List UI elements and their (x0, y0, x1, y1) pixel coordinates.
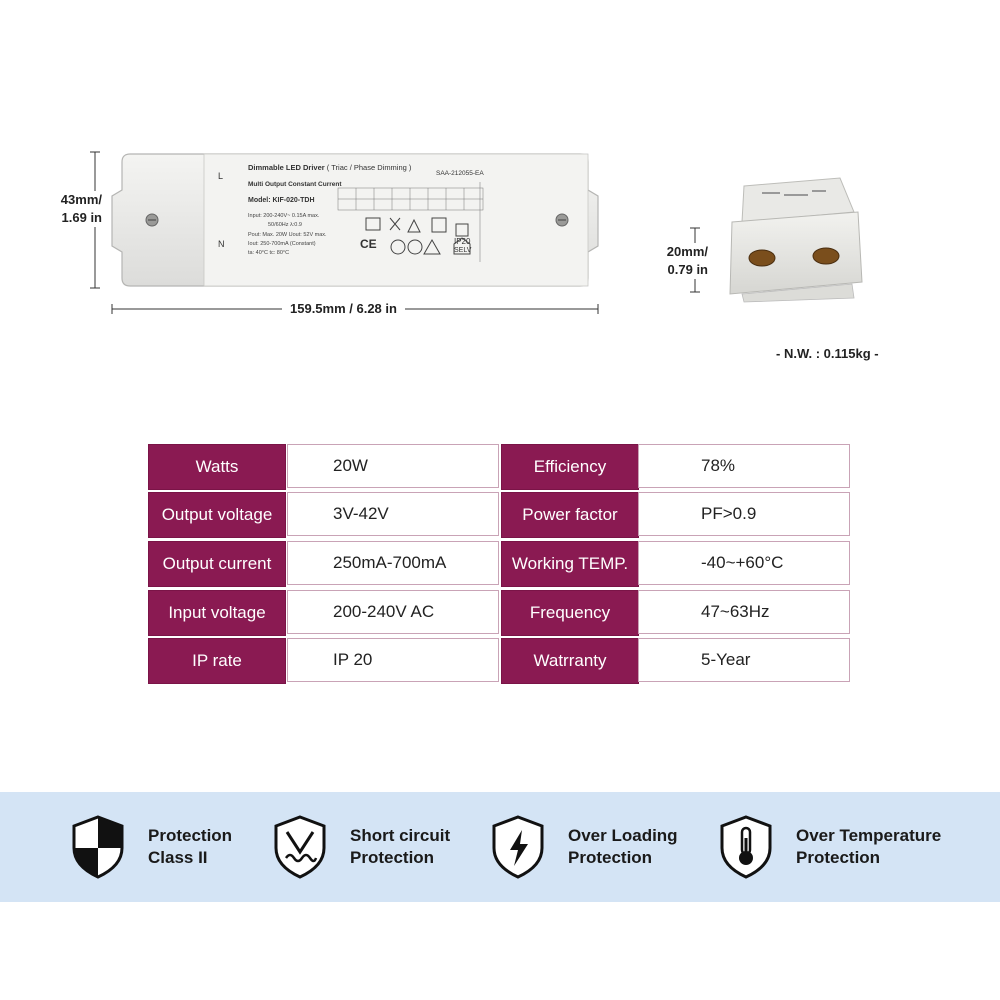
depth-label-mm: 20mm/ (666, 244, 708, 259)
device-cert: SAA-212055-EA (436, 170, 484, 177)
spec-label: Watrranty (501, 638, 639, 684)
device-title-text: Dimmable LED Driver (248, 163, 325, 172)
spec-value: 200-240V AC (287, 590, 499, 634)
terminal-l-label: L (218, 171, 224, 181)
spec-value: 20W (287, 444, 499, 488)
device-iout: Iout: 250-700mA (Constant) (248, 241, 316, 247)
spec-value: -40~+60°C (638, 541, 850, 585)
feature-item: Over Loading Protection (490, 792, 678, 902)
depth-label: 20mm/ 0.79 in (644, 243, 708, 279)
features-band: Protection Class II Short circuit Protec… (0, 792, 1000, 902)
height-label-mm: 43mm/ (60, 192, 102, 207)
spec-value: 5-Year (638, 638, 850, 682)
spec-table: Watts 20W Efficiency 78% Output voltage … (148, 444, 853, 686)
shield-lightning-icon (492, 815, 544, 879)
ip-mark: IP20 (454, 237, 471, 246)
feature-item: Protection Class II (70, 792, 232, 902)
feature-text: Short circuit Protection (350, 825, 450, 869)
spec-value: IP 20 (287, 638, 499, 682)
device-title-sub: ( Triac / Phase Dimming ) (326, 163, 412, 172)
feature-text: Protection Class II (148, 825, 232, 869)
feature-line-2: Class II (148, 848, 208, 867)
table-row: Watts 20W Efficiency 78% (148, 444, 853, 490)
feature-line-1: Over Loading (568, 826, 678, 845)
driver-end-view (729, 177, 863, 303)
spec-label: Output current (148, 541, 286, 587)
spec-label: IP rate (148, 638, 286, 684)
spec-value: 47~63Hz (638, 590, 850, 634)
selv-mark: SELV (454, 247, 472, 254)
device-title: Dimmable LED Driver ( Triac / Phase Dimm… (248, 163, 411, 172)
feature-line-2: Protection (568, 848, 653, 867)
height-label-in: 1.69 in (61, 210, 102, 225)
length-label: 159.5mm / 6.28 in (282, 301, 405, 316)
spec-label: Input voltage (148, 590, 286, 636)
spec-value: 3V-42V (287, 492, 499, 536)
shield-thermometer-icon (720, 815, 772, 879)
device-model: Model: KIF-020-TDH (248, 197, 315, 204)
spec-label: Watts (148, 444, 286, 490)
ce-mark: CE (360, 237, 377, 251)
table-row: Input voltage 200-240V AC Frequency 47~6… (148, 590, 853, 636)
device-pout: Pout: Max. 20W Uout: 52V max. (248, 232, 327, 238)
feature-line-2: Protection (796, 848, 881, 867)
spec-label: Power factor (501, 492, 639, 538)
feature-text: Over Temperature Protection (796, 825, 941, 869)
spec-value: PF>0.9 (638, 492, 850, 536)
height-label: 43mm/ 1.69 in (40, 191, 102, 227)
terminal-n-label: N (218, 239, 225, 249)
shield-class-icon (72, 815, 124, 879)
feature-line-1: Over Temperature (796, 826, 942, 845)
table-row: Output current 250mA-700mA Working TEMP.… (148, 541, 853, 587)
spec-value: 78% (638, 444, 850, 488)
table-row: Output voltage 3V-42V Power factor PF>0.… (148, 492, 853, 538)
driver-housing (111, 153, 599, 287)
device-temps: ta: 40°C tc: 80°C (248, 250, 290, 256)
feature-line-1: Short circuit (350, 826, 451, 845)
spec-value: 250mA-700mA (287, 541, 499, 585)
spec-label: Output voltage (148, 492, 286, 538)
net-weight: - N.W. : 0.115kg - (776, 346, 879, 361)
feature-item: Over Temperature Protection (718, 792, 941, 902)
device-input-1: Input: 200-240V~ 0.15A max. (248, 213, 320, 219)
feature-item: Short circuit Protection (272, 792, 450, 902)
feature-line-1: Protection (148, 826, 233, 845)
table-row: IP rate IP 20 Watrranty 5-Year (148, 638, 853, 684)
shield-short-circuit-icon (274, 815, 326, 879)
spec-label: Frequency (501, 590, 639, 636)
spec-label: Efficiency (501, 444, 639, 490)
device-input-2: 50/60Hz λ:0.9 (268, 222, 302, 228)
device-subtitle: Multi Output Constant Current (248, 181, 342, 188)
spec-label: Working TEMP. (501, 541, 639, 587)
depth-label-in: 0.79 in (667, 262, 708, 277)
feature-text: Over Loading Protection (568, 825, 678, 869)
feature-line-2: Protection (350, 848, 435, 867)
